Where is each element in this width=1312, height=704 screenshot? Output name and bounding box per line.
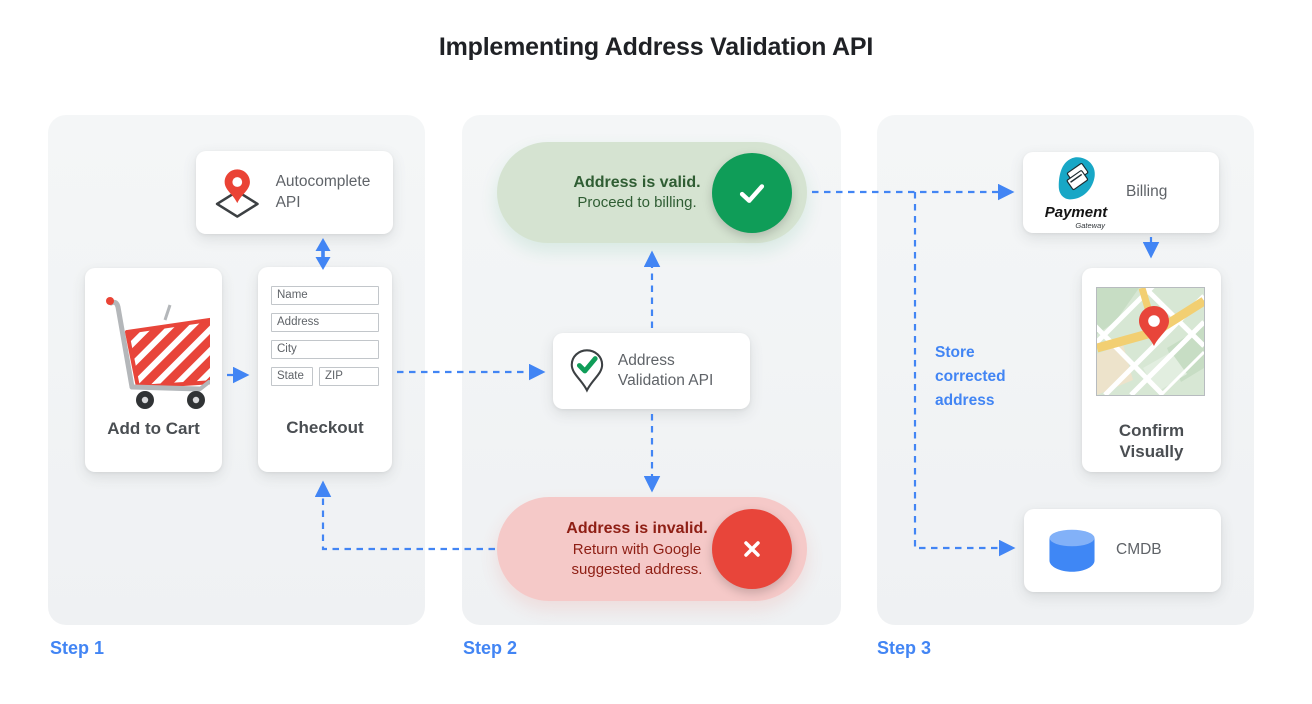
step2-label: Step 2 <box>463 638 518 658</box>
map-pin-diamond-icon <box>215 168 259 218</box>
address-valid-title: Address is valid. <box>573 173 701 191</box>
database-icon <box>1049 529 1095 572</box>
billing-card: Payment Gateway Billing <box>1023 152 1219 233</box>
billing-label: Billing <box>1126 183 1168 201</box>
payment-gateway-wordmark: Payment <box>1044 204 1108 221</box>
address-validation-api-label: Address Validation API <box>617 351 714 389</box>
payment-gateway-subtext: Gateway <box>1075 221 1105 230</box>
zip-field: ZIP <box>319 367 379 386</box>
checkout-card: Name Address City State ZIP Checkout <box>258 267 392 472</box>
autocomplete-api-card: Autocomplete API <box>196 151 393 234</box>
store-corrected-address-note: Store corrected address <box>935 344 1006 410</box>
address-field: Address <box>271 313 379 332</box>
payment-gateway-logo: Payment Gateway <box>1039 155 1113 230</box>
name-field: Name <box>271 286 379 305</box>
address-valid-subtitle: Proceed to billing. <box>577 194 697 212</box>
page-title: Implementing Address Validation API <box>438 33 874 61</box>
map-pin-check-icon <box>570 349 604 393</box>
address-valid-pill: Address is valid. Proceed to billing. <box>497 142 807 243</box>
address-valid-text: Address is valid. Proceed to billing. <box>537 142 737 243</box>
confirm-visually-label: Confirm Visually <box>1118 421 1185 462</box>
address-validation-api-card: Address Validation API <box>553 333 750 409</box>
step3-label: Step 3 <box>877 638 932 658</box>
address-invalid-subtitle: Return with Google suggested address. <box>571 540 703 578</box>
map-thumbnail <box>1087 278 1207 397</box>
confirm-visually-card: Confirm Visually <box>1082 268 1221 472</box>
city-field: City <box>271 340 379 359</box>
x-circle-icon <box>712 509 792 589</box>
checkout-form: Name Address City State ZIP <box>271 286 379 386</box>
cmdb-card: CMDB <box>1024 509 1221 592</box>
shopping-cart-icon <box>106 297 210 409</box>
address-invalid-text: Address is invalid. Return with Google s… <box>537 497 737 601</box>
payment-gateway-icon <box>1058 157 1095 200</box>
autocomplete-api-label: Autocomplete API <box>275 173 371 211</box>
cmdb-label: CMDB <box>1116 541 1162 559</box>
map-image-icon <box>1087 278 1207 397</box>
checkout-label: Checkout <box>286 418 364 437</box>
check-circle-icon <box>712 152 792 233</box>
add-to-cart-label: Add to Cart <box>107 419 200 438</box>
address-invalid-pill: Address is invalid. Return with Google s… <box>497 497 807 601</box>
add-to-cart-card: Add to Cart <box>85 268 222 472</box>
address-invalid-title: Address is invalid. <box>566 519 708 537</box>
step1-label: Step 1 <box>50 638 105 658</box>
state-field: State <box>271 367 313 386</box>
